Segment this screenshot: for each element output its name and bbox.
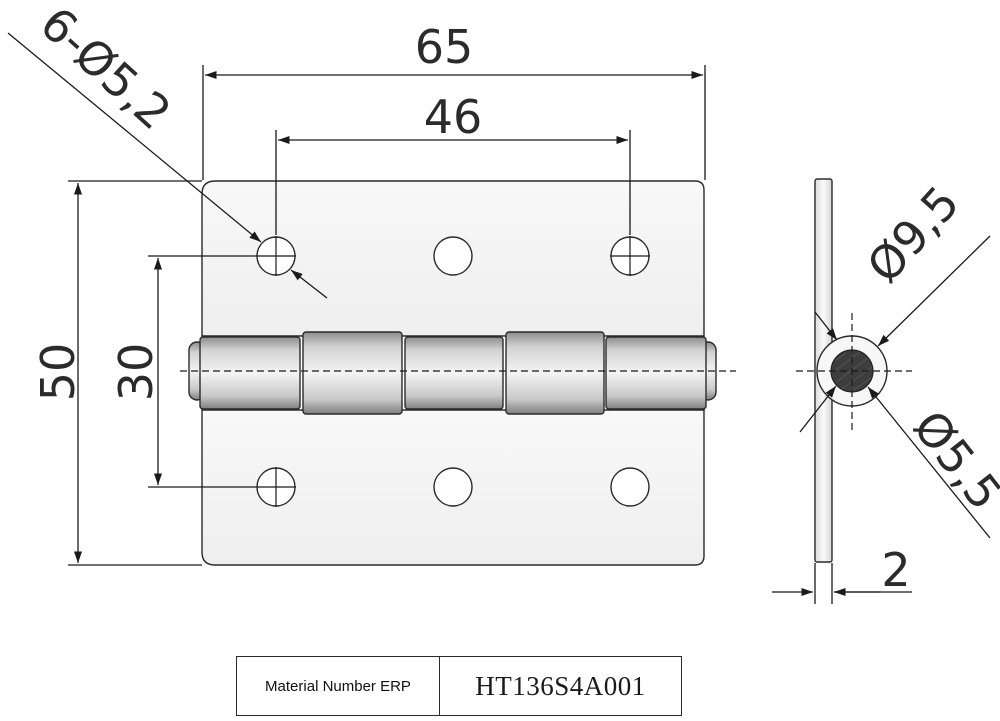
dimension-height: 50 (31, 180, 202, 566)
material-number-value: HT136S4A001 (475, 670, 646, 701)
dimension-hole-spacing-label: 46 (424, 90, 483, 144)
mounting-hole (610, 467, 650, 507)
dimension-thickness-label: 2 (881, 543, 910, 597)
front-view (180, 180, 736, 566)
hole-crosshairs (256, 236, 650, 507)
mounting-hole (433, 236, 473, 276)
dimension-width-label: 65 (415, 20, 474, 74)
dimension-knuckle-diameter-label: Ø9,5 (856, 176, 969, 293)
knuckle (404, 336, 504, 410)
knuckle (505, 331, 605, 415)
dimension-hole-offset-label: 30 (109, 343, 163, 402)
knuckle (605, 336, 707, 410)
dimension-pin-diameter-label: Ø5,5 (903, 400, 1000, 519)
dimension-hole-spacing: 46 (275, 90, 631, 235)
knuckle (302, 331, 403, 415)
dimension-height-label: 50 (31, 343, 85, 402)
material-number-table: Material Number ERP HT136S4A001 (236, 656, 682, 716)
dimension-hole-offset: 30 (109, 255, 256, 488)
dimension-thickness: 2 (772, 543, 912, 604)
knuckle (199, 336, 301, 410)
dimension-knuckle-diameter: Ø9,5 (814, 176, 991, 347)
dimension-width: 65 (202, 20, 706, 180)
material-number-label: Material Number ERP (237, 657, 440, 715)
mounting-hole (433, 467, 473, 507)
